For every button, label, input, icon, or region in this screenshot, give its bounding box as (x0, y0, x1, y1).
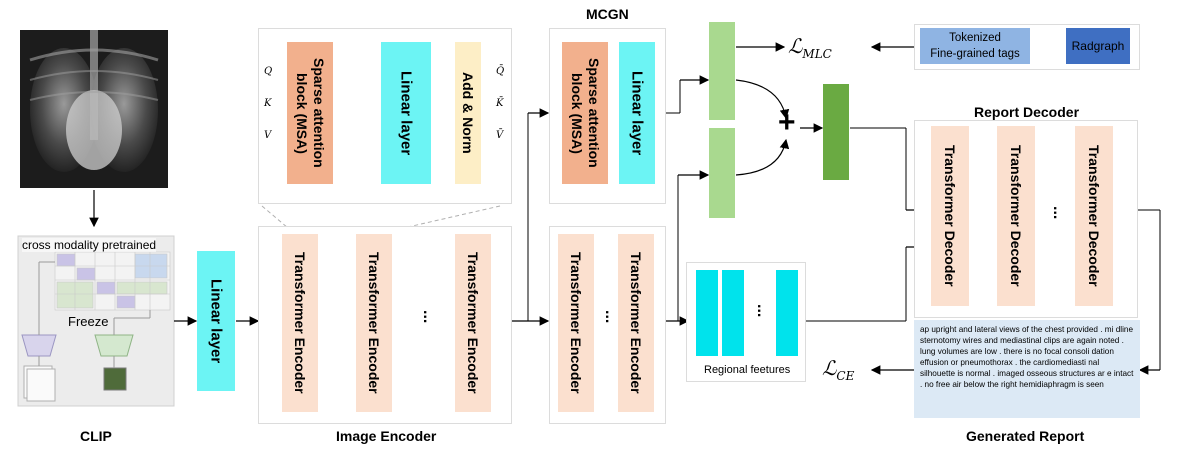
mlc-feature-bar (709, 22, 735, 120)
clip-caption: CLIP (80, 428, 112, 444)
freeze-label: Freeze (68, 314, 109, 329)
transformer-decoder-2-label: Transformer Decoder (1008, 145, 1024, 287)
mcgn-linear-layer: Linear layer (619, 42, 655, 184)
generated-report-caption: Generated Report (966, 428, 1085, 444)
mcgn-transformer-encoder-1: Transformer Encoder (558, 234, 594, 412)
mcgn-sparse-attention-label: Sparse attention block (MSA) (569, 58, 602, 168)
transformer-encoder-2-label: Transformer Encoder (366, 252, 382, 394)
mcgn-linear-label: Linear layer (628, 70, 646, 156)
transformer-encoder-3-label: Transformer Encoder (465, 252, 481, 394)
transformer-decoder-3: Transformer Decoder (1075, 126, 1113, 306)
mcgn-transformer-encoder-2: Transformer Encoder (618, 234, 654, 412)
transformer-decoder-2: Transformer Decoder (997, 126, 1035, 306)
msa-linear-layer: Linear layer (381, 42, 431, 184)
transformer-decoder-1-label: Transformer Decoder (942, 145, 958, 287)
k-label: K (264, 98, 272, 109)
radgraph-box: Radgraph (1066, 28, 1130, 64)
msa-linear-label: Linear layer (397, 70, 415, 156)
report-decoder-caption: Report Decoder (974, 104, 1080, 120)
transformer-encoder-1: Transformer Encoder (282, 234, 318, 412)
sparse-attention-block: Sparse attention block (MSA) (287, 42, 333, 184)
q-label: Q (264, 66, 273, 77)
linear-layer-label: Linear layer (207, 278, 225, 364)
chest-xray-image (20, 30, 168, 188)
regional-feature-bar-2 (722, 270, 744, 356)
linear-layer-block: Linear layer (197, 251, 235, 391)
clip-header: cross modality pretrained (22, 238, 157, 252)
generated-report-text: ap upright and lateral views of the ches… (914, 320, 1140, 418)
decoder-ellipsis: ... (1050, 206, 1067, 220)
regional-fused-bar (709, 128, 735, 218)
mcgn-encoder-ellipsis: ... (602, 310, 619, 324)
image-encoder-caption: Image Encoder (336, 428, 437, 444)
mcgn-sparse-attention-block: Sparse attention block (MSA) (562, 42, 608, 184)
transformer-decoder-3-label: Transformer Decoder (1086, 145, 1102, 287)
mcgn-transformer-encoder-1-label: Transformer Encoder (568, 252, 584, 394)
q-bar-label: Q̄ (496, 66, 505, 77)
fused-feature-bar (823, 84, 849, 180)
v-bar-label: V̄ (496, 130, 504, 141)
encoder-ellipsis: ... (420, 310, 437, 324)
regional-features-label: Regional feetures (704, 364, 791, 376)
regional-feature-bar-1 (696, 270, 718, 356)
add-norm-label: Add & Norm (460, 72, 476, 154)
transformer-encoder-1-label: Transformer Encoder (292, 252, 308, 394)
regional-feature-bar-3 (776, 270, 798, 356)
sparse-attention-label: Sparse attention block (MSA) (294, 58, 327, 168)
transformer-encoder-3: Transformer Encoder (455, 234, 491, 412)
transformer-decoder-1: Transformer Decoder (931, 126, 969, 306)
mlc-loss: ℒMLC (788, 34, 832, 61)
tokenized-tags-box: Tokenized Fine-grained tags (920, 28, 1030, 64)
transformer-encoder-2: Transformer Encoder (356, 234, 392, 412)
ce-loss: ℒCE (822, 356, 855, 383)
mcgn-transformer-encoder-2-label: Transformer Encoder (628, 252, 644, 394)
add-norm-block: Add & Norm (455, 42, 481, 184)
mcgn-caption: MCGN (586, 6, 629, 22)
k-bar-label: K̄ (496, 98, 504, 109)
regional-ellipsis: ... (754, 304, 771, 318)
v-label: V (264, 130, 272, 141)
fusion-plus-icon: + (778, 106, 796, 139)
